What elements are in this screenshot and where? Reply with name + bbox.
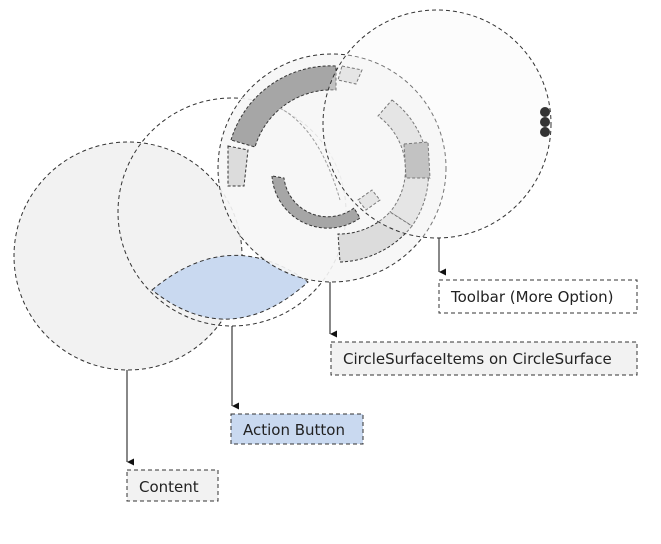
circle-surface-label: CircleSurfaceItems on CircleSurface <box>330 341 638 376</box>
circle-surface-items <box>227 65 431 263</box>
action-button-label: Action Button <box>230 413 364 445</box>
surface-item-inner-small[interactable] <box>357 189 381 211</box>
toolbar-circle <box>322 9 552 239</box>
surface-item-left-light[interactable] <box>227 145 249 187</box>
surface-item-outer-dark[interactable] <box>230 65 337 148</box>
action-button-shape[interactable] <box>151 255 309 320</box>
content-label: Content <box>126 469 219 502</box>
surface-item-inner-dark[interactable] <box>271 175 361 229</box>
surface-item-top-small[interactable] <box>337 65 363 85</box>
content-circle <box>13 141 243 371</box>
overlap-line <box>279 107 341 201</box>
more-option-icon[interactable] <box>540 107 550 137</box>
toolbar-label: Toolbar (More Option) <box>438 279 638 314</box>
toolbar-label-text: Toolbar (More Option) <box>450 288 614 306</box>
action-button-label-text: Action Button <box>243 421 345 439</box>
circle-surface-label-text: CircleSurfaceItems on CircleSurface <box>343 350 612 368</box>
surface-item-right-light[interactable] <box>377 99 430 227</box>
surface-item-right-dark[interactable] <box>403 141 431 179</box>
content-label-text: Content <box>139 478 199 496</box>
surface-item-bottom-light[interactable] <box>337 211 413 263</box>
